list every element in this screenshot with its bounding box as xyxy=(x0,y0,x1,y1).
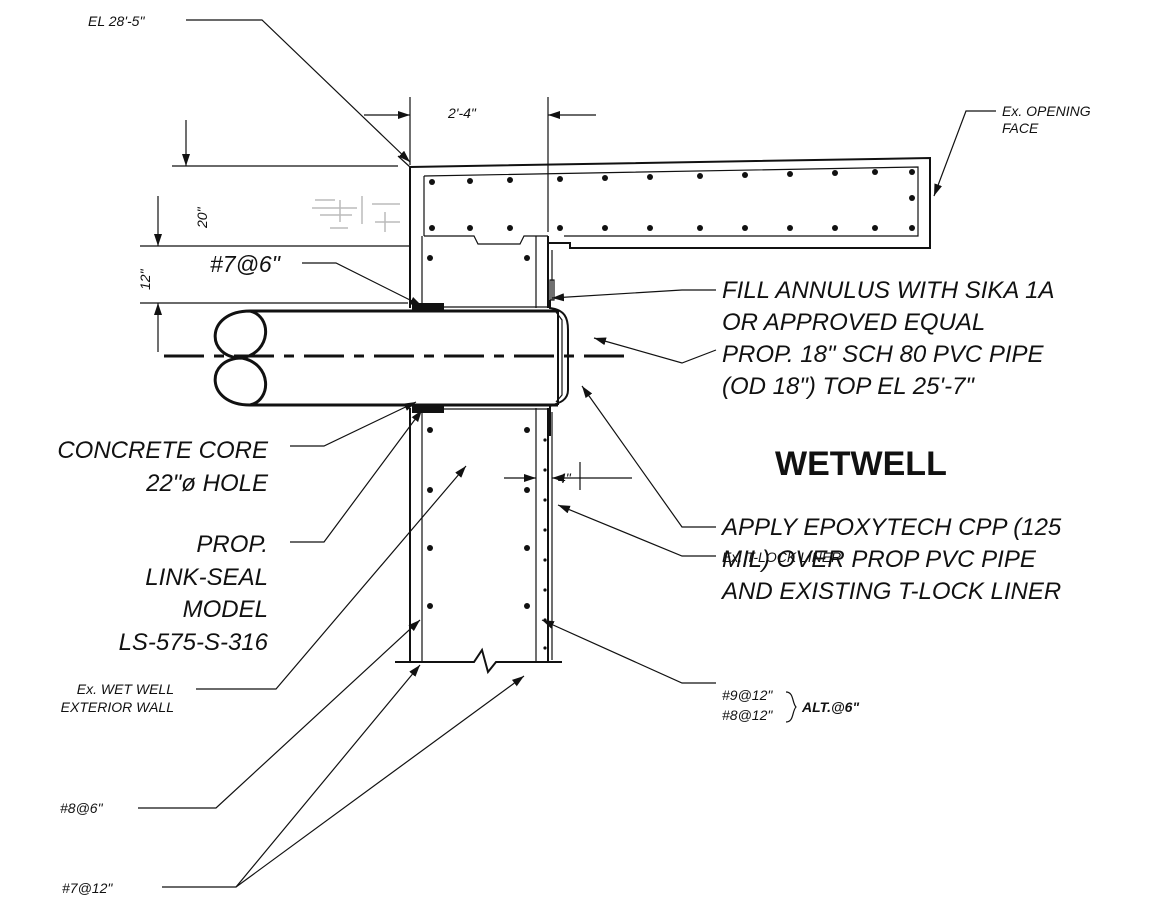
label-bar-9-12: #9@12" xyxy=(722,687,773,703)
slab-bottom-bars xyxy=(429,225,915,231)
label-fill-1: FILL ANNULUS WITH SIKA 1A xyxy=(722,277,1055,304)
epoxy-liner-wrap xyxy=(549,300,569,436)
pipe-break-symbol xyxy=(213,309,267,407)
leader-bar-7-12-a xyxy=(162,664,421,888)
label-epoxy-1: APPLY EPOXYTECH CPP (125 xyxy=(720,514,1062,541)
leader-fill-annulus xyxy=(551,289,716,302)
leader-opening-face xyxy=(933,110,996,197)
dimensions xyxy=(140,97,632,490)
wall-and-slab xyxy=(312,155,931,675)
label-bar-8-6: #8@6" xyxy=(60,800,104,816)
link-seal-bottom xyxy=(412,405,444,413)
label-extwall-1: Ex. WET WELL xyxy=(77,681,174,697)
leader-bar-7-12-b xyxy=(235,675,525,888)
epoxy-liner-inner xyxy=(555,311,563,403)
label-epoxy-3: AND EXISTING T-LOCK LINER xyxy=(720,578,1061,605)
break-line xyxy=(395,647,562,675)
label-seal-2: LINK-SEAL xyxy=(145,564,268,591)
rebar-dots xyxy=(427,169,915,650)
label-el-top: EL 28'-5" xyxy=(88,13,145,29)
label-bar-7-6: #7@6" xyxy=(210,251,282,277)
slab-top-bars xyxy=(429,169,915,201)
label-core-1: CONCRETE CORE xyxy=(57,437,269,464)
leader-bar-7-6 xyxy=(302,262,423,307)
label-seal-4: LS-575-S-316 xyxy=(119,629,269,656)
label-opening-1: Ex. OPENING xyxy=(1002,103,1091,119)
leader-pipe xyxy=(593,337,717,364)
leaders xyxy=(138,19,996,888)
leader-bar-8-6 xyxy=(138,619,421,809)
leader-t-lock xyxy=(557,504,716,557)
wall-right-bars xyxy=(524,255,530,609)
pvc-pipe xyxy=(164,300,628,436)
slab-outline xyxy=(409,156,931,249)
label-seal-3: MODEL xyxy=(183,596,268,623)
label-core-2: 22"ø HOLE xyxy=(145,470,269,497)
label-bar-7-12: #7@12" xyxy=(62,880,113,896)
slab-bottom-left xyxy=(424,235,548,245)
label-dim-4: 4" xyxy=(558,470,572,486)
label-extwall-2: EXTERIOR WALL xyxy=(61,699,174,715)
label-opening-2: FACE xyxy=(1002,120,1039,136)
leader-bar-9-8 xyxy=(541,619,716,684)
leader-ext-wall xyxy=(196,465,467,690)
brace-symbol xyxy=(785,691,797,723)
labels: EL 28'-5" 2'-4" 20" 12" 4" Ex. OPENING F… xyxy=(57,13,1090,896)
label-fill-2: OR APPROVED EQUAL xyxy=(722,309,985,336)
label-bar-8-12: #8@12" xyxy=(722,707,773,723)
existing-slab-hatch xyxy=(312,196,400,232)
label-seal-1: PROP. xyxy=(196,531,268,558)
label-wetwell: WETWELL xyxy=(775,445,947,483)
leader-link-seal xyxy=(290,409,423,543)
slab-top-left xyxy=(397,155,411,168)
label-pipe-1: PROP. 18" SCH 80 PVC PIPE xyxy=(722,341,1045,368)
wall-left-bars xyxy=(427,255,433,609)
label-dim-wall: 2'-4" xyxy=(447,105,477,121)
label-epoxy-2: MIL) OVER PROP PVC PIPE xyxy=(722,546,1037,573)
leader-epoxy xyxy=(581,385,716,528)
label-tlock: Ex. T-LOCK LINER xyxy=(722,549,841,565)
leader-core xyxy=(290,401,417,447)
leader-el-top xyxy=(186,19,411,163)
label-dim-12: 12" xyxy=(137,268,153,290)
slab-inner-line xyxy=(423,166,919,237)
label-alt: ALT.@6" xyxy=(801,699,859,715)
liner-studs xyxy=(543,438,547,650)
label-dim-20: 20" xyxy=(194,206,210,229)
link-seal-top xyxy=(412,303,444,311)
label-pipe-2: (OD 18") TOP EL 25'-7" xyxy=(722,373,975,400)
